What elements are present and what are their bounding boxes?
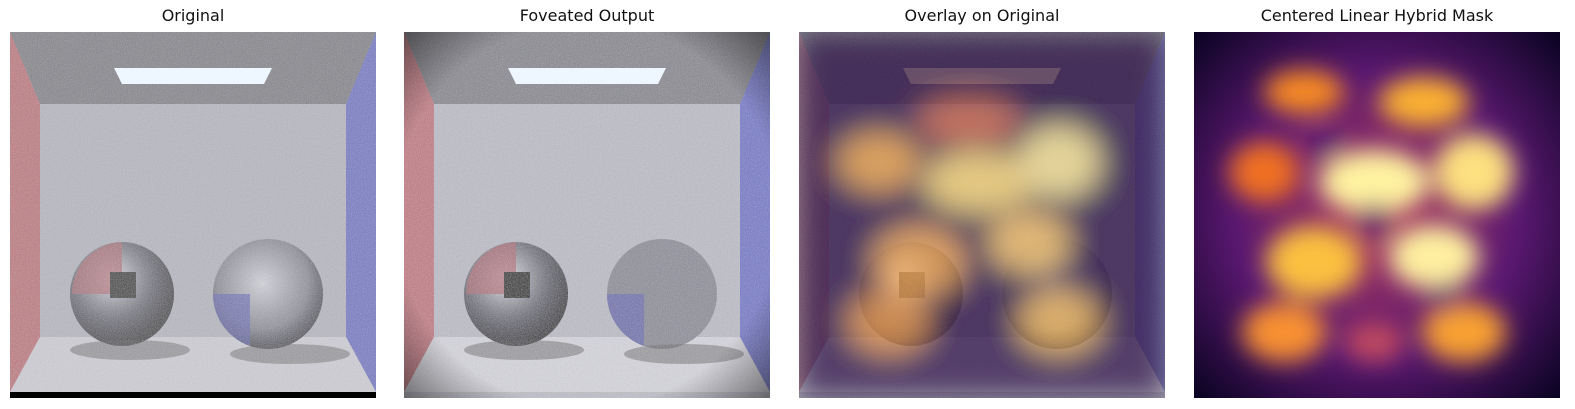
overlay-image (799, 32, 1165, 398)
cornell-box-foveated (404, 32, 770, 398)
mask-image (1194, 32, 1560, 398)
inferno-mask (1194, 32, 1560, 398)
panel-title-foveated: Foveated Output (519, 6, 655, 25)
cornell-box-original (10, 32, 376, 398)
panel-title-overlay: Overlay on Original (904, 6, 1060, 25)
foveated-image (404, 32, 770, 398)
panel-title-original: Original (161, 6, 225, 25)
panel-title-mask: Centered Linear Hybrid Mask (1260, 6, 1494, 25)
original-image (10, 32, 376, 398)
cornell-box-overlay (799, 32, 1165, 398)
